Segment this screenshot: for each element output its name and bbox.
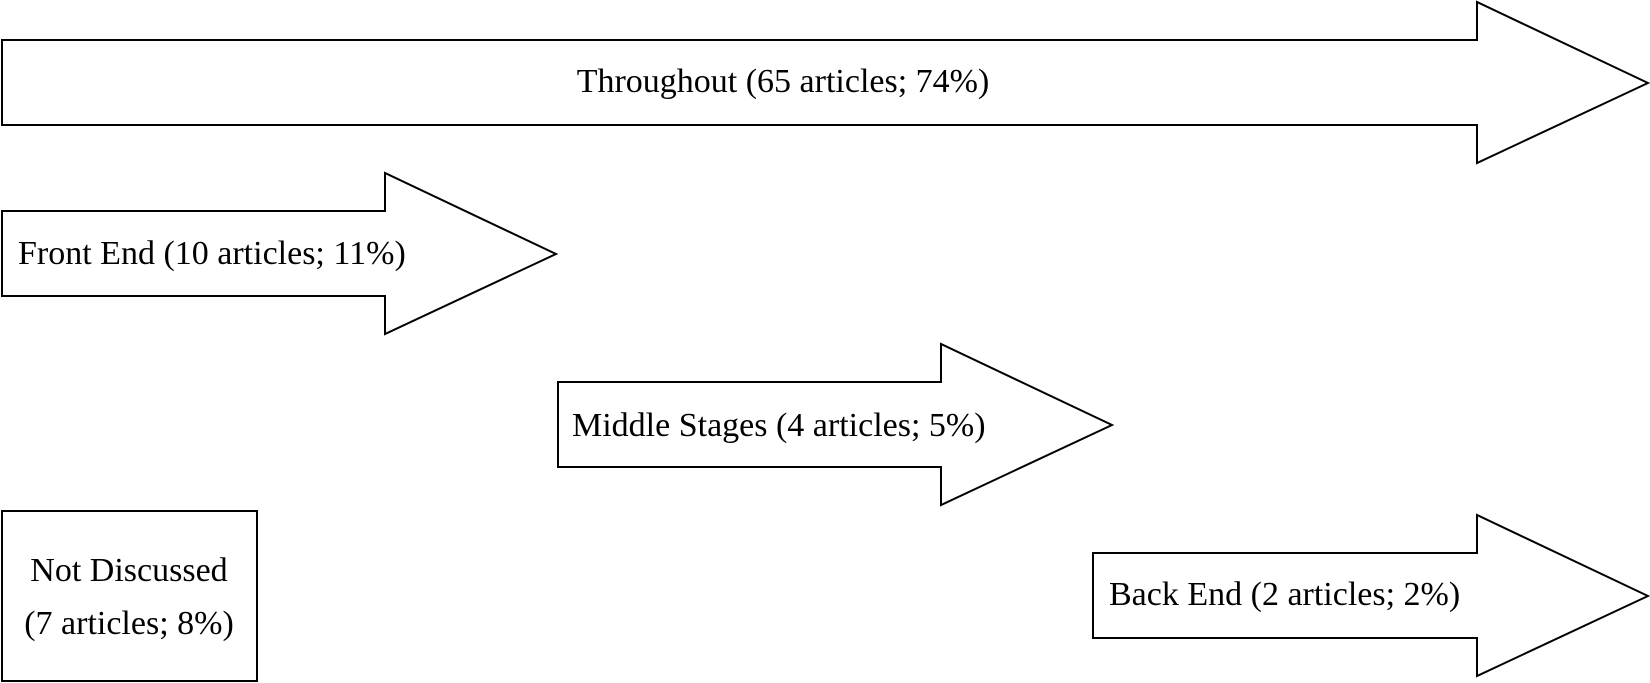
not-discussed-label-line1: Not Discussed bbox=[30, 552, 227, 589]
front-end-arrow-shape bbox=[1, 171, 559, 336]
middle-stages-arrow-shape bbox=[557, 342, 1115, 507]
throughout-arrow: Throughout (65 articles; 74%) bbox=[1, 0, 1650, 165]
not-discussed-label-line2: (7 articles; 8%) bbox=[24, 605, 234, 642]
front-end-arrow: Front End (10 articles; 11%) bbox=[1, 171, 559, 336]
middle-stages-label: Middle Stages (4 articles; 5%) bbox=[572, 407, 986, 444]
middle-stages-arrow: Middle Stages (4 articles; 5%) bbox=[557, 342, 1115, 507]
throughout-label: Throughout (65 articles; 74%) bbox=[577, 63, 990, 100]
back-end-label: Back End (2 articles; 2%) bbox=[1109, 576, 1460, 613]
not-discussed-box: Not Discussed (7 articles; 8%) bbox=[1, 510, 258, 682]
not-discussed-box-shape bbox=[1, 510, 258, 682]
throughout-arrow-shape bbox=[1, 0, 1650, 165]
back-end-arrow: Back End (2 articles; 2%) bbox=[1092, 513, 1650, 678]
back-end-arrow-shape bbox=[1092, 513, 1650, 678]
front-end-label: Front End (10 articles; 11%) bbox=[18, 235, 406, 272]
